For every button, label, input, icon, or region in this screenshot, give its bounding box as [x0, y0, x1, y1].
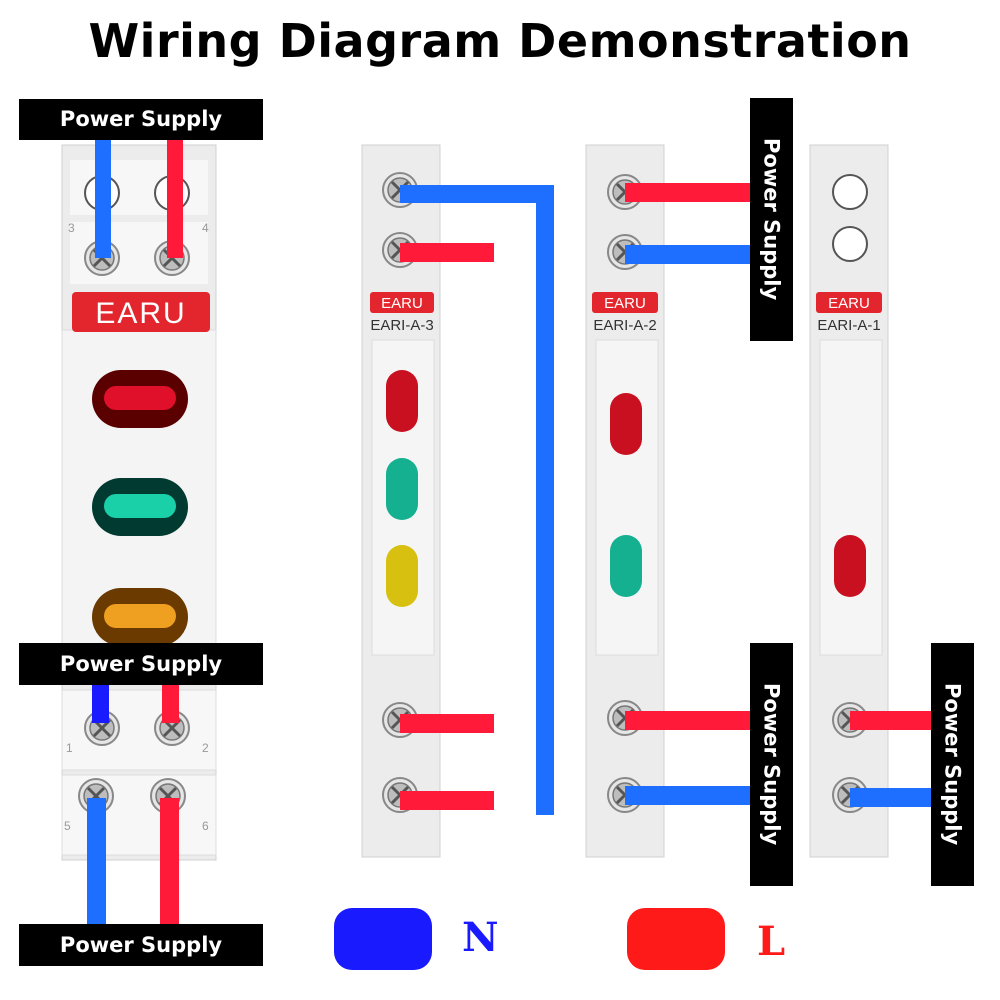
terminal-number: 1 — [66, 741, 73, 755]
terminal-number: 5 — [64, 819, 71, 833]
power-supply-label: Power Supply — [940, 683, 965, 846]
power-supply-vertical-label: Power Supply — [931, 643, 974, 886]
earu-logo-text: EARU — [828, 295, 870, 312]
terminal-number: 4 — [202, 221, 209, 235]
power-supply-label: Power Supply — [19, 99, 263, 140]
earu-logo — [72, 292, 210, 332]
power-supply-vertical-label: Power Supply — [750, 98, 793, 341]
neutral-wire — [92, 685, 109, 723]
module-eari-a-1: EARU EARI-A-1 — [809, 144, 889, 858]
live-wire — [400, 791, 494, 810]
model-label: EARI-A-3 — [370, 317, 433, 334]
neutral-wire — [95, 140, 111, 258]
live-wire — [160, 798, 179, 926]
live-wire — [625, 711, 752, 730]
live-legend-swatch — [627, 908, 725, 970]
neutral-wire — [850, 788, 933, 807]
red-indicator-lamp — [92, 370, 188, 428]
earu-logo-text: EARU — [604, 295, 646, 312]
terminal-number: 3 — [68, 221, 75, 235]
power-supply-label: Power Supply — [759, 683, 784, 846]
yellow-indicator-lamp — [386, 545, 418, 607]
power-supply-label: Power Supply — [19, 643, 263, 685]
red-indicator-lamp — [386, 370, 418, 432]
orange-indicator-lamp — [92, 588, 188, 646]
terminal-hole — [832, 174, 868, 210]
green-indicator-lamp — [386, 458, 418, 520]
large-module: EARU 3 4 1 2 5 6 — [61, 140, 217, 926]
module-eari-a-3: EARU EARI-A-3 — [361, 144, 441, 858]
neutral-wire — [87, 798, 106, 926]
live-wire — [167, 140, 183, 258]
power-supply-label: Power Supply — [759, 138, 784, 301]
live-wire — [162, 685, 179, 723]
terminal-number: 2 — [202, 741, 209, 755]
earu-logo-text: EARU — [381, 295, 423, 312]
live-wire — [625, 183, 752, 202]
live-wire — [400, 714, 494, 733]
neutral-wire — [400, 185, 554, 815]
terminal-number: 6 — [202, 819, 209, 833]
terminal-hole — [832, 226, 868, 262]
neutral-wire — [625, 786, 752, 805]
neutral-wire — [625, 245, 752, 264]
red-indicator-lamp — [610, 393, 642, 455]
green-indicator-lamp — [92, 478, 188, 536]
model-label: EARI-A-1 — [817, 317, 880, 334]
red-indicator-lamp — [834, 535, 866, 597]
power-supply-label: Power Supply — [19, 924, 263, 966]
page-title: Wiring Diagram Demonstration — [88, 14, 912, 68]
neutral-legend-label: N — [462, 914, 499, 961]
green-indicator-lamp — [610, 535, 642, 597]
earu-logo-text: EARU — [95, 297, 186, 330]
power-supply-vertical-label: Power Supply — [750, 643, 793, 886]
live-wire — [400, 243, 494, 262]
live-wire — [850, 711, 933, 730]
model-label: EARI-A-2 — [593, 317, 656, 334]
live-legend-label: L — [757, 918, 786, 965]
neutral-legend-swatch — [334, 908, 432, 970]
